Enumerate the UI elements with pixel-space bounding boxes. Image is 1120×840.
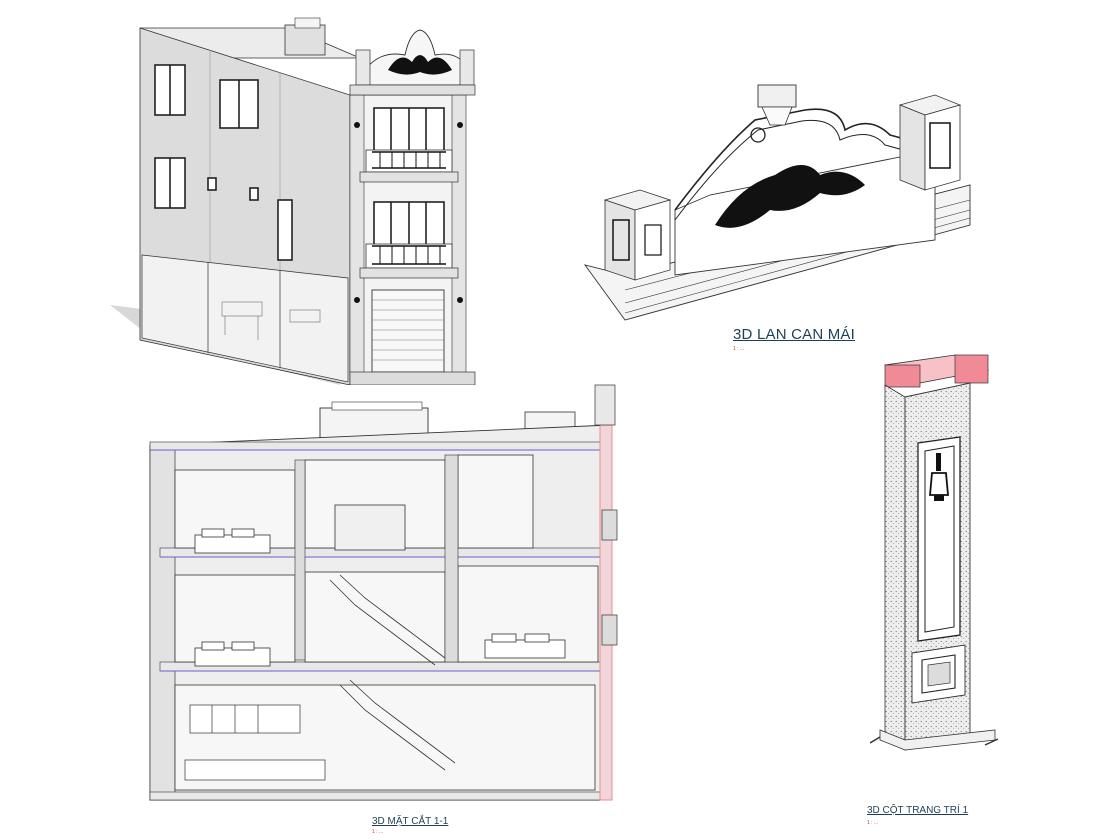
rolling-shutter	[371, 289, 445, 373]
right-pier	[898, 94, 962, 191]
balconies	[359, 149, 459, 279]
arched-crest	[674, 108, 936, 211]
roof-stair-box	[284, 24, 326, 56]
column-scale-note: 1 : ...	[867, 820, 879, 826]
parapet-caption: 3D LAN CAN MÁI	[733, 326, 855, 343]
column-caption: 3D CỘT TRANG TRÍ 1	[867, 805, 969, 816]
facade-3d-view	[110, 10, 500, 385]
side-windows	[154, 64, 293, 261]
parapet-3d-view	[580, 75, 975, 330]
column-drawing	[870, 354, 999, 751]
facade-cut-edge	[599, 424, 613, 801]
left-pier	[603, 189, 672, 281]
kitchen	[184, 704, 326, 781]
beds	[194, 528, 566, 667]
section-3d-view	[140, 380, 640, 810]
column-3d-view	[870, 345, 1000, 760]
facade-drawing	[110, 17, 476, 385]
interior-furniture	[221, 301, 321, 340]
wall-lantern-icon	[929, 453, 949, 501]
parapet-drawing	[583, 84, 971, 321]
section-drawing	[149, 384, 618, 801]
parapet-scale-note: 1 : ...	[733, 346, 745, 352]
parapet-ornament	[715, 165, 865, 228]
pediment-ornament	[388, 55, 452, 75]
section-scale-note: 1 : ...	[372, 829, 384, 835]
section-caption: 3D MẶT CẮT 1-1	[372, 816, 449, 827]
stairs	[329, 504, 456, 771]
